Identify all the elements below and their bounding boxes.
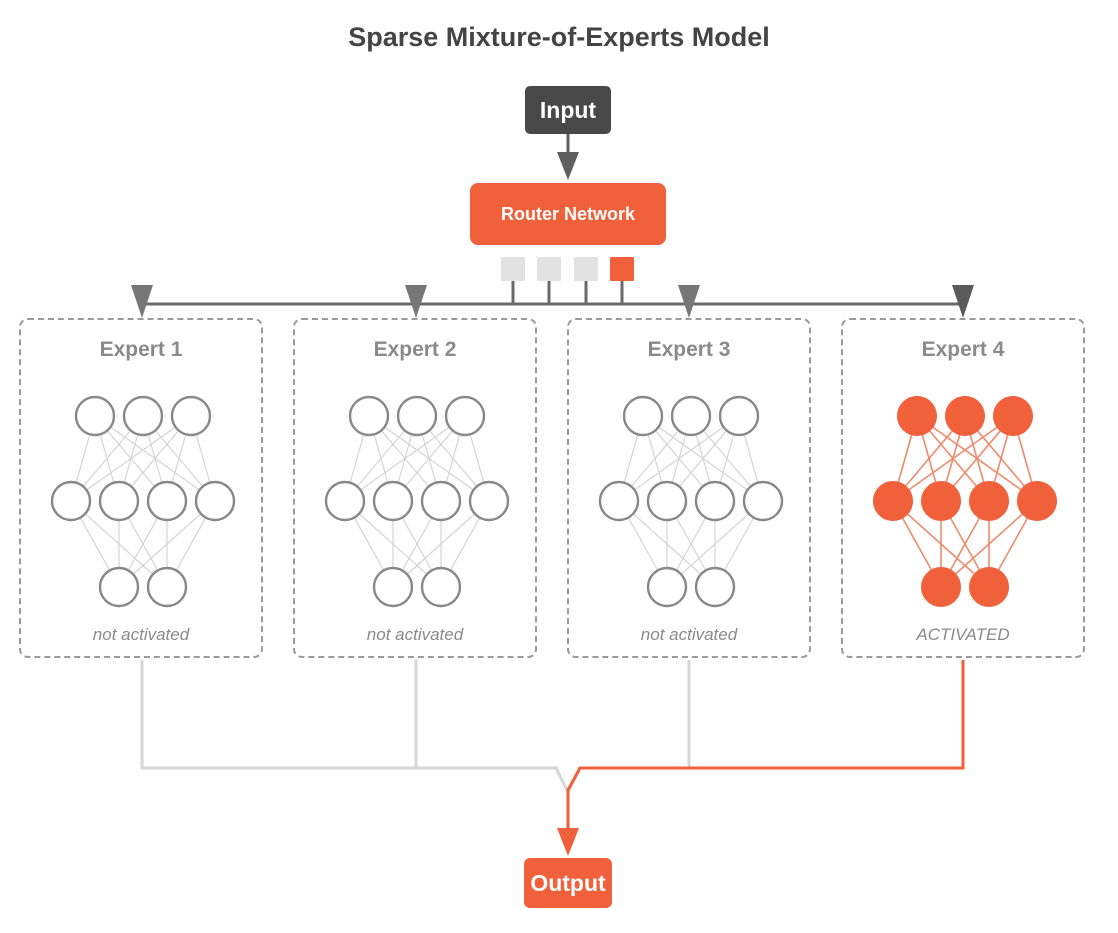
output-label: Output [530,869,606,896]
neuron [98,566,140,608]
expert-3-panel: Expert 3 not activated [567,318,811,658]
input-node: Input [525,86,611,134]
neuron [622,395,664,437]
network-edge [940,500,1038,588]
neuron [646,480,688,522]
neuron [468,480,510,522]
neuron [420,566,462,608]
diagram-title: Sparse Mixture-of-Experts Model [348,22,770,52]
neuron [670,395,712,437]
network-edge [666,500,764,588]
expert-3-network [598,395,784,608]
neuron-active [921,481,961,521]
expert-status: not activated [366,625,464,644]
expert-1-network [50,395,236,608]
neuron-active [993,396,1033,436]
expert-1-panel: Expert 1 not activated [19,318,263,658]
input-label: Input [539,96,597,123]
expert-name: Expert 3 [647,338,731,361]
network-edge [70,415,192,502]
neuron [74,395,116,437]
expert-2-network [324,395,510,608]
neuron [396,395,438,437]
network-edge [118,500,216,588]
expert-name: Expert 1 [99,338,183,361]
router-gate-4-active [610,257,634,281]
neuron [718,395,760,437]
neuron-active [969,481,1009,521]
neuron [372,480,414,522]
neuron [324,480,366,522]
expert-4-active-output-path [566,660,965,830]
neuron [98,480,140,522]
neuron [170,395,212,437]
expert-status: not activated [92,625,190,644]
router-gate-1-inactive [501,257,525,281]
neuron [646,566,688,608]
neuron [348,395,390,437]
neuron [146,480,188,522]
neuron-active [969,567,1009,607]
neuron-active [945,396,985,436]
router-label: Router Network [500,203,635,224]
neuron [742,480,784,522]
network-edge [618,415,740,502]
expert-3-input-arrowhead [678,285,700,318]
network-edge [392,500,490,588]
neuron [444,395,486,437]
output-arrowhead [557,828,579,856]
neuron-active [1017,481,1057,521]
neuron-active [873,481,913,521]
router-gate-2-inactive [537,257,561,281]
expert-name: Expert 2 [373,338,457,361]
neuron [122,395,164,437]
output-node: Output [524,858,612,908]
expert-2-output-path [414,660,558,770]
expert-1-output-path [140,660,558,770]
expert-status: not activated [640,625,738,644]
neuron [420,480,462,522]
neuron [694,480,736,522]
neuron-active [897,396,937,436]
expert-2-panel: Expert 2 not activated [293,318,537,658]
router-gate-3-inactive [574,257,598,281]
neuron [372,566,414,608]
expert-status: ACTIVATED [916,625,1010,644]
network-edge [344,415,466,502]
neuron [50,480,92,522]
expert-4-network [873,396,1057,607]
expert-2-input-arrowhead [405,285,427,318]
expert-1-input-arrowhead [131,285,153,318]
neuron [694,566,736,608]
expert-4-input-arrowhead [952,285,974,318]
input-router-arrowhead [557,152,579,180]
expert-3-output-path [578,660,691,770]
neuron [598,480,640,522]
network-edge [892,415,1014,502]
expert-4-panel: Expert 4 ACTIVATED [841,318,1085,658]
neuron-active [921,567,961,607]
expert-name: Expert 4 [921,338,1005,361]
router-network-node: Router Network [470,183,666,245]
neuron [146,566,188,608]
neuron [194,480,236,522]
